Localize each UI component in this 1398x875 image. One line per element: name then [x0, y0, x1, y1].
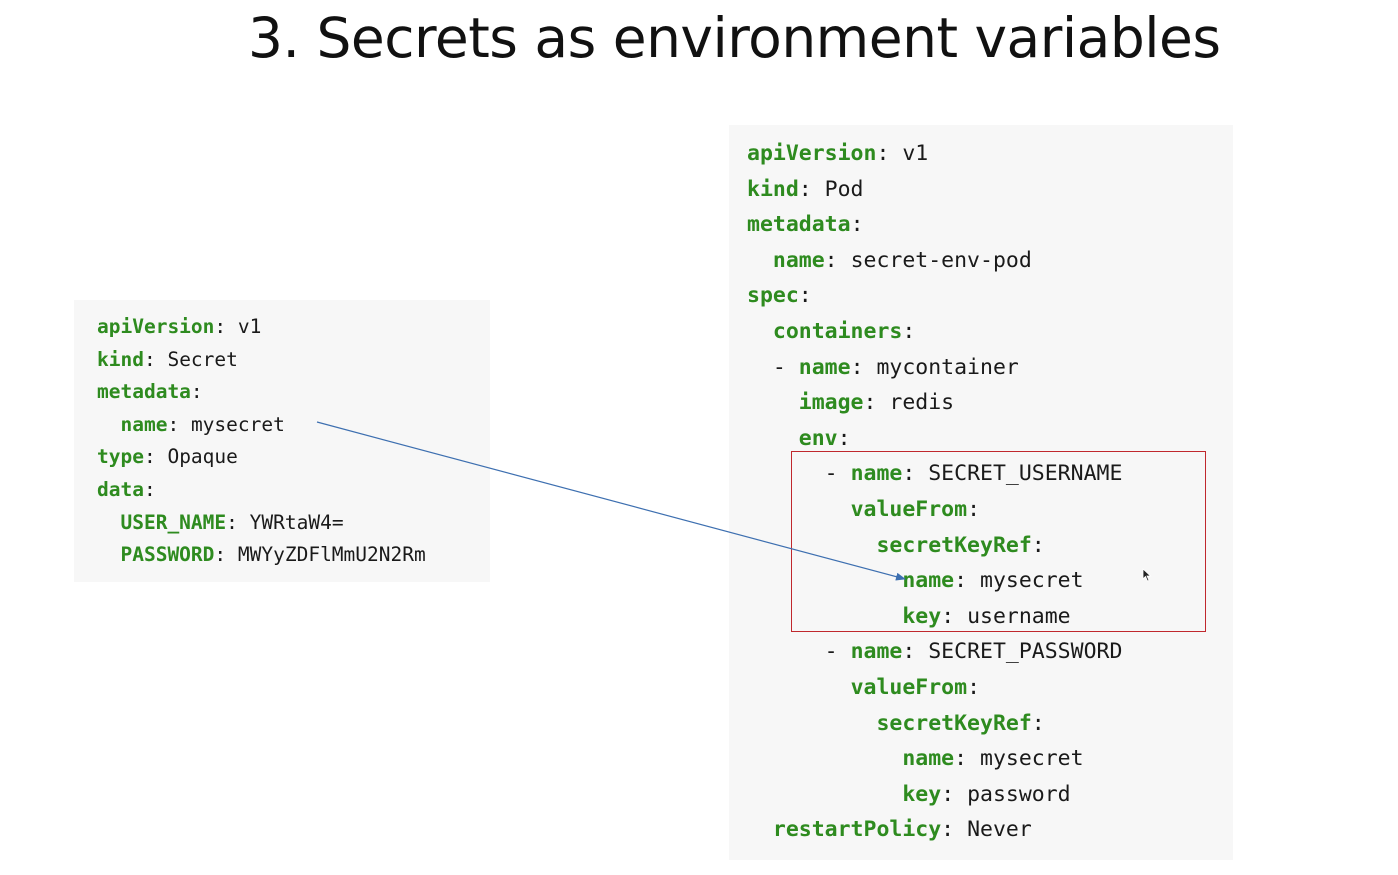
yaml-value: mysecret — [980, 568, 1084, 594]
yaml-value: mysecret — [190, 412, 285, 436]
yaml-key: PASSWORD — [120, 543, 215, 567]
secret-yaml-block: apiVersion: v1 kind: Secret metadata: name… — [74, 300, 490, 582]
yaml-value: v1 — [237, 315, 262, 338]
yaml-line: valueFrom: — [747, 677, 980, 699]
yaml-key: key — [902, 781, 942, 807]
yaml-line: containers: — [747, 321, 915, 343]
yaml-value: secret-env-pod — [850, 247, 1032, 273]
yaml-value: YWRtaW4= — [249, 510, 344, 534]
yaml-indent — [747, 675, 851, 700]
yaml-value: mysecret — [980, 746, 1084, 772]
yaml-line: kind: Secret — [97, 347, 238, 371]
yaml-value: Pod — [824, 176, 864, 202]
yaml-key: metadata — [747, 212, 851, 238]
yaml-key: name — [902, 746, 955, 772]
yaml-key: USER_NAME — [120, 510, 227, 534]
yaml-line: restartPolicy: Never — [747, 819, 1032, 841]
yaml-key: spec — [747, 283, 799, 309]
yaml-key: type — [97, 445, 144, 469]
yaml-line: PASSWORD: MWYyZDFlMmU2N2Rm — [97, 543, 426, 567]
yaml-line: apiVersion: v1 — [747, 141, 929, 166]
yaml-line: - name: mycontainer — [747, 354, 1019, 380]
yaml-value: username — [967, 603, 1071, 629]
yaml-list-dash: - — [824, 639, 851, 665]
yaml-line: image: redis — [747, 392, 954, 414]
yaml-value: password — [967, 781, 1071, 807]
yaml-line: apiVersion: v1 — [97, 315, 262, 338]
yaml-line: name: mysecret — [747, 746, 1084, 772]
slide-title: 3. Secrets as environment variables — [248, 6, 1221, 70]
yaml-key: env — [798, 425, 838, 451]
yaml-line: name: secret-env-pod — [747, 250, 1032, 272]
yaml-line: type: Opaque — [97, 445, 238, 469]
yaml-value: Opaque — [167, 445, 238, 469]
yaml-line: secretKeyRef: — [747, 710, 1044, 736]
yaml-indent — [747, 355, 773, 380]
yaml-line: metadata: — [97, 380, 203, 404]
yaml-line: key: username — [747, 603, 1071, 629]
yaml-line: spec: — [747, 283, 812, 309]
yaml-value: v1 — [902, 141, 929, 166]
yaml-indent — [747, 248, 773, 273]
yaml-line: key: password — [747, 781, 1071, 807]
yaml-key: secretKeyRef — [876, 532, 1032, 558]
yaml-line: kind: Pod — [747, 176, 864, 202]
yaml-key: metadata — [97, 380, 191, 404]
yaml-indent — [97, 413, 120, 436]
yaml-line: USER_NAME: YWRtaW4= — [97, 510, 344, 534]
yaml-key: restartPolicy — [772, 817, 942, 843]
yaml-key: name — [902, 568, 955, 594]
yaml-indent — [747, 782, 902, 807]
yaml-key: name — [798, 354, 851, 380]
yaml-line: env: — [747, 428, 851, 450]
yaml-indent — [747, 711, 876, 736]
yaml-key: secretKeyRef — [876, 710, 1032, 736]
yaml-indent — [747, 639, 825, 664]
yaml-value: MWYyZDFlMmU2N2Rm — [237, 543, 426, 567]
yaml-indent — [97, 543, 120, 566]
yaml-key: data — [97, 478, 144, 501]
yaml-indent — [97, 511, 120, 534]
yaml-line: metadata: — [747, 212, 864, 238]
yaml-key: kind — [97, 347, 144, 371]
yaml-key: name — [772, 247, 825, 273]
yaml-value: SECRET_USERNAME — [928, 461, 1123, 487]
secret-key-ref-highlight — [791, 451, 1206, 632]
yaml-indent — [747, 319, 773, 344]
yaml-value: Never — [967, 817, 1032, 843]
yaml-key: apiVersion — [747, 141, 877, 166]
yaml-line: name: mysecret — [97, 412, 285, 436]
yaml-key: kind — [747, 176, 799, 202]
yaml-line: secretKeyRef: — [747, 532, 1044, 558]
yaml-line: data: — [97, 478, 156, 501]
yaml-key: name — [120, 412, 168, 436]
yaml-value: redis — [889, 390, 955, 416]
yaml-indent — [747, 426, 799, 451]
yaml-key: key — [902, 603, 942, 629]
mouse-pointer-icon — [1142, 568, 1152, 582]
yaml-key: containers — [772, 319, 903, 344]
yaml-indent — [747, 390, 799, 415]
yaml-value: Secret — [167, 347, 238, 371]
yaml-value: SECRET_PASSWORD — [928, 639, 1123, 665]
yaml-key: name — [850, 639, 903, 665]
yaml-list-dash: - — [772, 354, 799, 380]
yaml-key: valueFrom — [850, 675, 968, 700]
yaml-line: name: mysecret — [747, 568, 1084, 594]
yaml-value: mycontainer — [876, 354, 1019, 380]
yaml-line: - name: SECRET_PASSWORD — [747, 639, 1123, 665]
yaml-indent — [747, 817, 773, 842]
yaml-indent — [747, 746, 902, 771]
yaml-key: apiVersion — [97, 315, 215, 338]
yaml-key: image — [798, 390, 864, 416]
